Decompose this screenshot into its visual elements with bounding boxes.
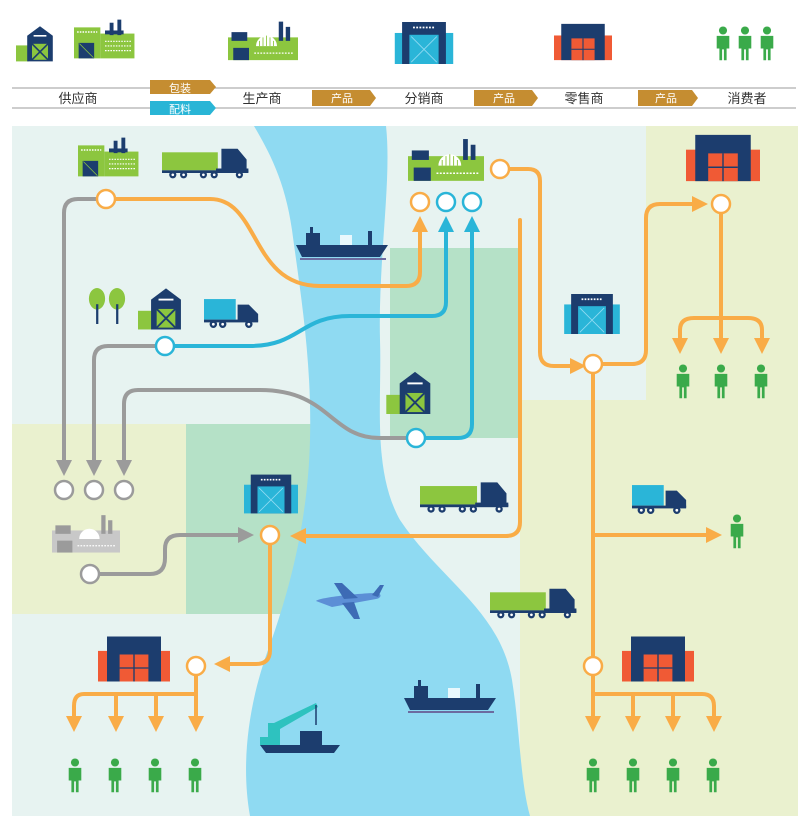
node	[582, 655, 604, 677]
node	[79, 563, 101, 585]
stage-consumer-label: 消费者	[727, 92, 766, 107]
connector-product-2-label: 产品	[493, 91, 515, 105]
header: 包装 配料 产品 产品 产品 供应商 生产商 分销商 零售商 消费者	[12, 18, 796, 116]
connector-product-2	[474, 90, 538, 106]
stage-retailer-label: 零售商	[564, 91, 603, 107]
node	[154, 335, 176, 357]
connector-product-3-label: 产品	[655, 91, 677, 105]
node	[710, 193, 732, 215]
connector-packaging	[150, 80, 216, 94]
barn-icon	[16, 25, 54, 62]
node	[489, 158, 511, 180]
stage-supplier-label: 供应商	[58, 91, 97, 107]
retailer-store-icon	[98, 636, 170, 682]
connector-product-3	[638, 90, 698, 106]
node	[409, 191, 431, 213]
distributor-warehouse-icon	[393, 22, 455, 64]
node	[53, 479, 75, 501]
header-supplier-icons	[16, 18, 136, 62]
node	[435, 191, 457, 213]
node	[405, 427, 427, 449]
factory-icon	[74, 18, 136, 60]
node	[95, 188, 117, 210]
node	[582, 353, 604, 375]
node	[113, 479, 135, 501]
producer-factory-icon	[228, 20, 298, 61]
node	[83, 479, 105, 501]
retailer-store-icon	[622, 636, 694, 682]
person-icon	[738, 26, 752, 61]
header-consumer-icons	[716, 26, 774, 61]
flow-lines	[56, 167, 770, 732]
connector-packaging-label: 包装	[169, 82, 191, 95]
connector-product-1-label: 产品	[331, 91, 353, 105]
person-icon	[760, 26, 774, 61]
stage-producer-label: 生产商	[242, 92, 281, 107]
connector-ingredients-label: 配料	[169, 102, 191, 116]
retailer-store-icon	[686, 134, 760, 182]
connector-product-1	[312, 90, 376, 106]
river	[246, 126, 531, 816]
stage-distributor-label: 分销商	[404, 92, 443, 107]
person-icon	[716, 26, 730, 61]
retailer-store-icon	[554, 23, 612, 61]
distributor-warehouse-icon	[564, 294, 620, 334]
node	[259, 524, 281, 546]
distributor-warehouse-icon	[244, 474, 298, 514]
connector-ingredients	[150, 101, 216, 115]
map-background	[12, 126, 798, 816]
flow-nodes	[53, 158, 732, 677]
node	[185, 655, 207, 677]
node	[461, 191, 483, 213]
